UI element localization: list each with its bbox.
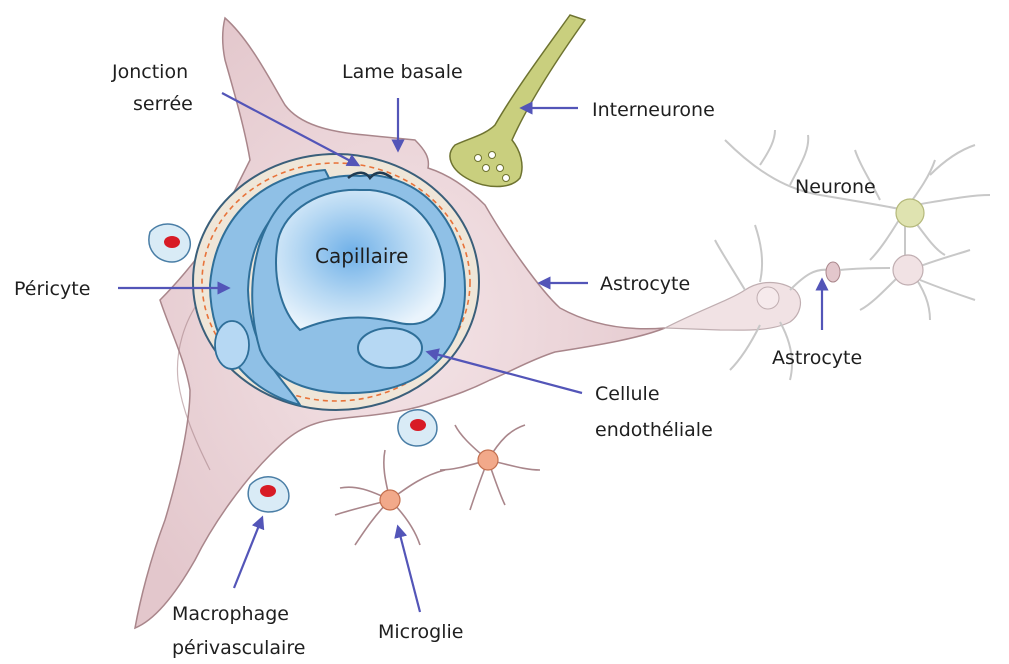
label-cellule-line2: endothéliale	[595, 419, 713, 441]
label-lame-basale: Lame basale	[342, 61, 463, 83]
label-astrocyte-main: Astrocyte	[600, 273, 690, 295]
macrophage-bottom	[248, 477, 289, 512]
neuron-bodies	[893, 199, 924, 285]
label-interneurone: Interneurone	[592, 99, 715, 121]
label-pericyte: Péricyte	[14, 278, 90, 300]
arrow-microglie	[398, 527, 420, 612]
label-jonction-line1: Jonction	[111, 61, 188, 83]
label-cellule-line1: Cellule	[595, 383, 660, 405]
label-microglie: Microglie	[378, 621, 463, 643]
label-neurone: Neurone	[795, 176, 876, 198]
label-macrophage-line2: périvasculaire	[172, 637, 305, 659]
label-astrocyte-second: Astrocyte	[772, 347, 862, 369]
arrow-macrophage	[234, 518, 262, 588]
label-macrophage-line1: Macrophage	[172, 603, 289, 625]
microglia	[335, 425, 540, 545]
label-jonction-line2: serrée	[133, 93, 193, 115]
macrophage-left	[149, 224, 190, 262]
label-capillaire: Capillaire	[315, 244, 409, 268]
macrophage-center	[398, 410, 437, 446]
interneurone	[450, 15, 585, 187]
